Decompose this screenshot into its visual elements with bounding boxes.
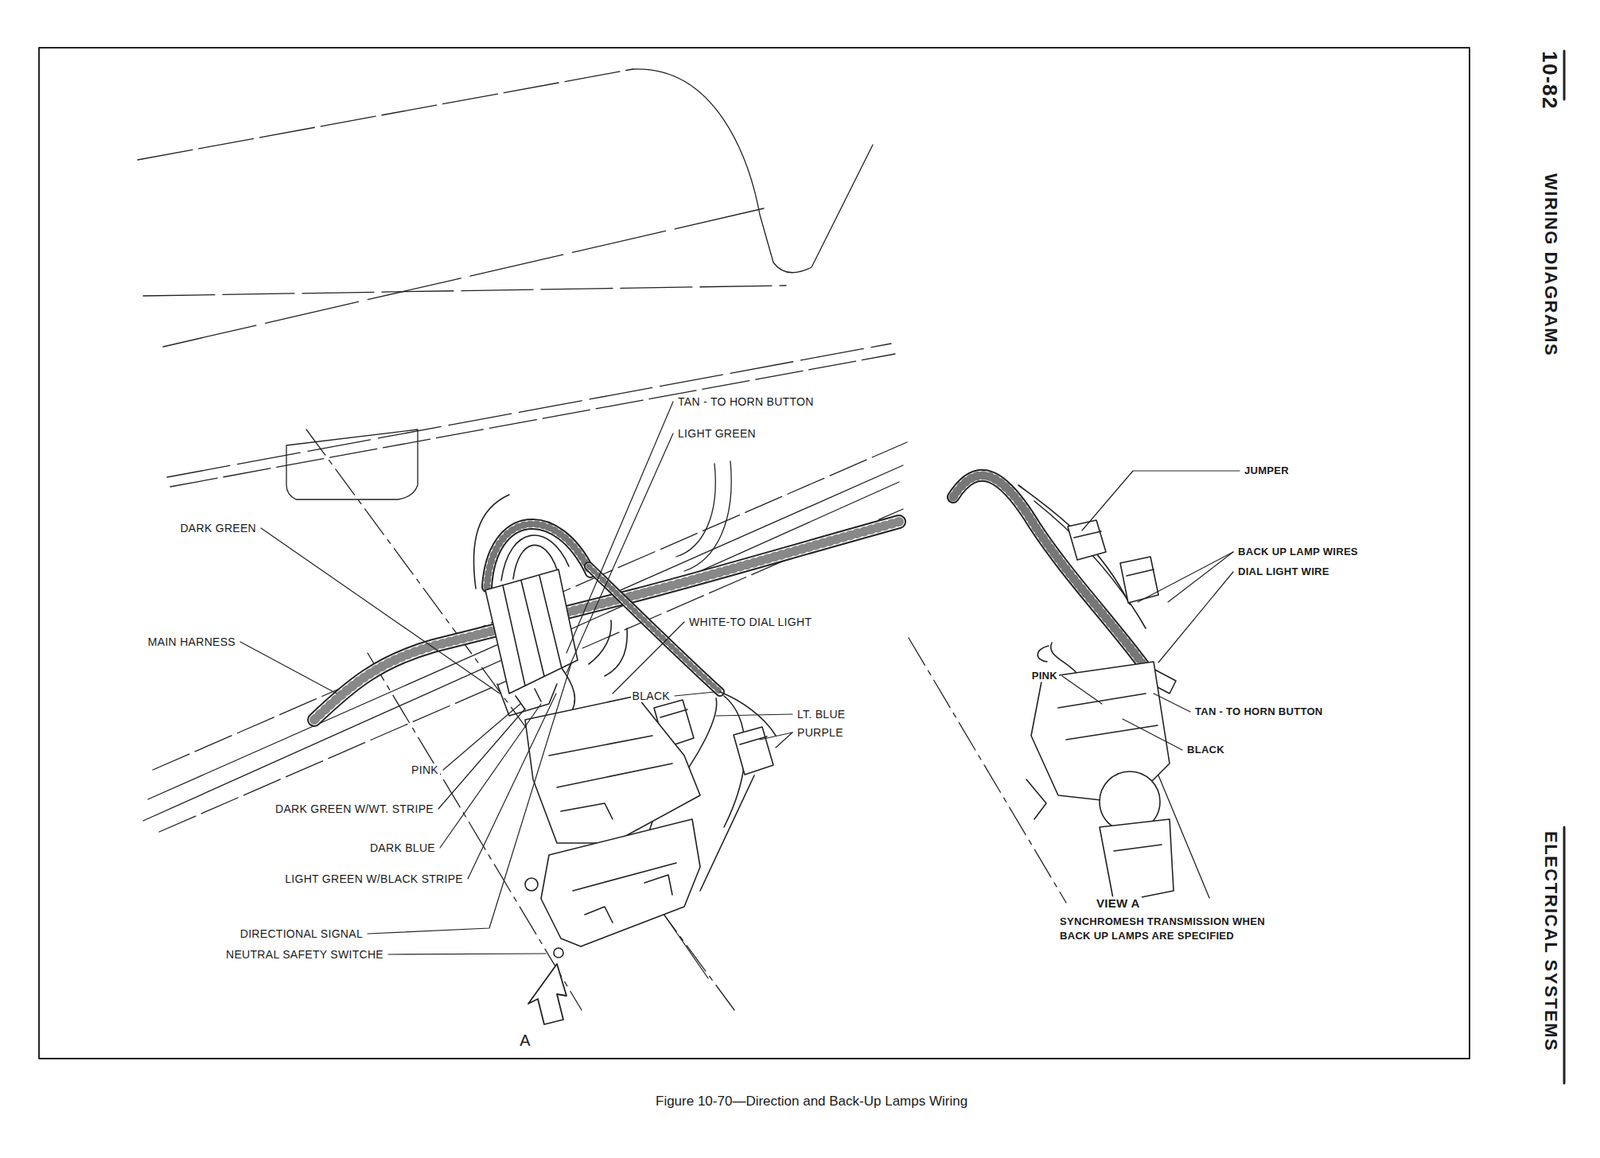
view-note: SYNCHROMESH TRANSMISSION WHEN BACK UP LA…: [1058, 914, 1293, 943]
wire-label: BLACK: [630, 689, 672, 703]
wire-label: DARK BLUE: [368, 841, 437, 855]
wire-label: BLACK: [1185, 744, 1227, 757]
part-label: DIRECTIONAL SIGNAL: [238, 927, 365, 941]
part-label: MAIN HARNESS: [146, 635, 238, 649]
wire-label: LIGHT GREEN: [676, 427, 758, 440]
view-a-illustration: [908, 475, 1210, 904]
switch-assembly: [525, 696, 701, 958]
instrument-panel: [137, 69, 896, 572]
view-arrow: [528, 964, 567, 1025]
wire-label: LT. BLUE: [795, 708, 848, 721]
wire-label: LIGHT GREEN W/BLACK STRIPE: [283, 872, 465, 886]
wire-label: PINK: [1030, 670, 1059, 683]
leader-lines: [240, 401, 1240, 955]
wire-label: DIAL LIGHT WIRE: [1236, 566, 1332, 579]
part-label: JUMPER: [1242, 465, 1291, 478]
wire-label: BACK UP LAMP WIRES: [1236, 546, 1360, 559]
wire-label: PURPLE: [795, 726, 845, 740]
view-letter: A: [517, 1031, 533, 1051]
section-title: WIRING DIAGRAMS: [1541, 173, 1562, 357]
wire-label: DARK GREEN: [178, 521, 258, 535]
chapter-title: ELECTRICAL SYSTEMS: [1541, 831, 1562, 1052]
steering-column: [143, 429, 908, 1011]
view-title: VIEW A: [1094, 896, 1142, 911]
wire-label: TAN - TO HORN BUTTON: [676, 395, 816, 409]
wire-label: TAN - TO HORN BUTTON: [1193, 706, 1325, 719]
figure-caption: Figure 10-70—Direction and Back-Up Lamps…: [655, 1093, 968, 1110]
main-harness: [314, 521, 900, 721]
harness-connector: [485, 569, 578, 717]
wire-label: PINK: [409, 763, 440, 777]
part-label: NEUTRAL SAFETY SWITCHE: [224, 948, 386, 962]
wire-label: WHITE-TO DIAL LIGHT: [687, 615, 814, 629]
wire-label: DARK GREEN W/WT. STRIPE: [273, 802, 436, 816]
frame: [38, 47, 1565, 1084]
page-number: 10-82: [1537, 50, 1562, 110]
